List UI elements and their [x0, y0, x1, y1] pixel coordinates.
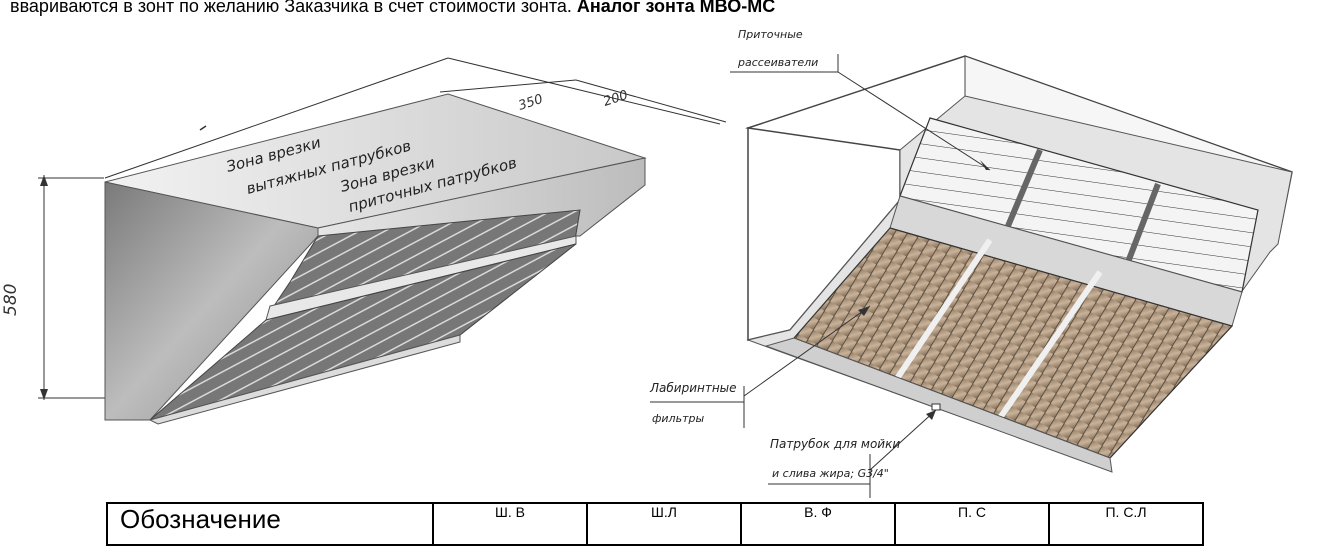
table-header-cell: Обозначение	[106, 502, 434, 546]
pipe-label-line2: и слива жира; G3/4"	[772, 467, 889, 480]
filter-label-line2: фильтры	[652, 412, 704, 425]
table-header-row: Обозначение Ш. В Ш.Л В. Ф П. С П. С.Л	[106, 502, 1204, 546]
supply-label-line1: Приточные	[738, 28, 803, 41]
left-hood-view: 580 350 200 Зона врезки вытяжных патрубк…	[1, 57, 727, 425]
table-header-cell: Ш. В	[432, 502, 588, 546]
intro-regular: ввариваются в зонт по желанию Заказчика …	[10, 0, 577, 16]
hood-drawings: 580 350 200 Зона врезки вытяжных патрубк…	[1, 28, 1293, 498]
right-hood-view: Приточные рассеиватели Лабиринтные фильт…	[649, 28, 1293, 498]
intro-text: ввариваются в зонт по желанию Заказчика …	[10, 0, 775, 18]
dim-top-2-label: 200	[602, 88, 630, 110]
table-header-cell: В. Ф	[740, 502, 896, 546]
dim-height-label: 580	[1, 284, 21, 316]
table-header-cell: Ш.Л	[586, 502, 742, 546]
filter-label-line1: Лабиринтные	[649, 381, 737, 395]
supply-label-line2: рассеиватели	[737, 56, 818, 69]
table-header-cell: П. С	[894, 502, 1050, 546]
spec-table: Обозначение Ш. В Ш.Л В. Ф П. С П. С.Л	[106, 502, 1204, 546]
table-header-cell: П. С.Л	[1048, 502, 1204, 546]
intro-bold: Аналог зонта МВО-МС	[576, 0, 776, 16]
pipe-label-line1: Патрубок для мойки	[770, 437, 900, 451]
dim-top-1-label: 350	[517, 92, 545, 114]
